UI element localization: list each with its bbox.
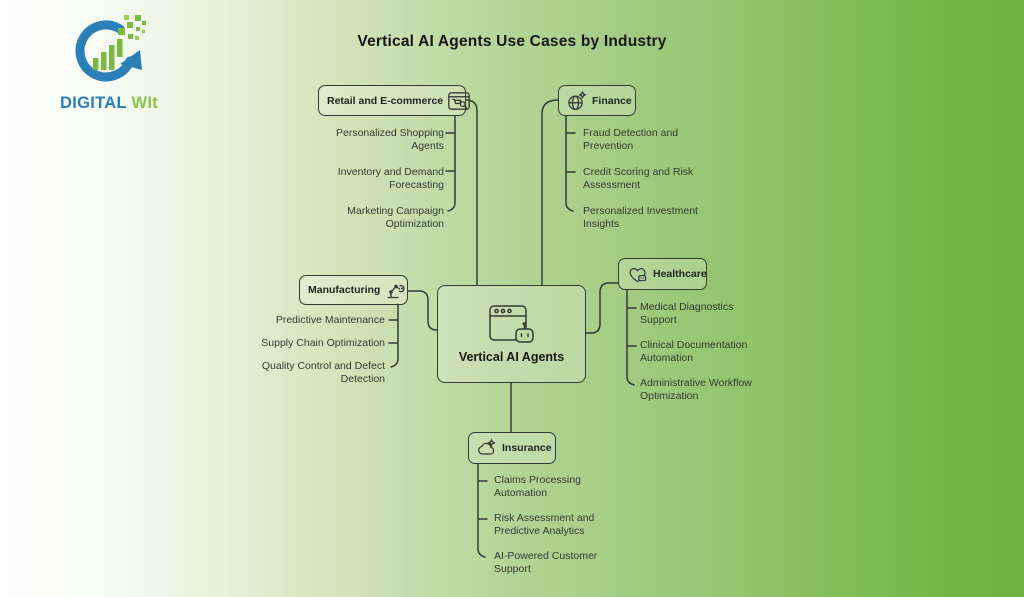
digital-wit-logo-icon <box>75 15 146 82</box>
use-case-finance-2: Credit Scoring and Risk Assessment <box>583 166 694 191</box>
node-finance-label: Finance <box>592 94 632 107</box>
use-case-insurance-2: Risk Assessment and Predictive Analytics <box>494 512 595 537</box>
node-finance: Finance <box>558 85 636 116</box>
use-case-manufacturing-1: Predictive Maintenance <box>275 314 385 326</box>
use-case-insurance-1: Claims Processing Automation <box>494 474 581 499</box>
use-case-retail-1: Personalized Shopping Agents <box>336 127 444 152</box>
use-case-insurance-3: AI-Powered Customer Support <box>494 550 598 575</box>
node-healthcare: Healthcare <box>618 258 707 290</box>
globe-sparkle-icon <box>568 90 587 110</box>
browser-robot-icon <box>488 304 534 343</box>
robot-arm-icon <box>387 284 405 299</box>
node-retail-label: Retail and E-commerce <box>327 94 444 107</box>
manufacturing-connector <box>388 290 438 368</box>
shopping-browser-icon <box>448 91 470 110</box>
page-title: Vertical AI Agents Use Cases by Industry <box>357 33 667 50</box>
use-case-retail-2: Inventory and Demand Forecasting <box>337 166 444 191</box>
logo-text-primary: DIGITAL <box>60 94 127 112</box>
node-manufacturing-label: Manufacturing <box>308 284 381 296</box>
use-case-retail-3: Marketing Campaign Optimization <box>347 205 444 230</box>
use-case-finance-3: Personalized Investment Insights <box>583 205 698 230</box>
cloud-sparkle-icon <box>478 439 496 455</box>
node-vertical-ai-agents: Vertical AI Agents <box>437 285 586 383</box>
brand-logo: DIGITAL WIt <box>60 12 180 113</box>
node-retail-ecommerce: Retail and E-commerce <box>318 85 470 116</box>
node-insurance: Insurance <box>468 432 556 464</box>
use-case-healthcare-1: Medical Diagnostics Support <box>640 301 734 326</box>
retail-connector <box>445 99 478 286</box>
node-healthcare-label: Healthcare <box>653 268 707 280</box>
use-case-manufacturing-2: Supply Chain Optimization <box>261 337 385 349</box>
logo-text: DIGITAL WIt <box>60 94 180 113</box>
logo-text-secondary: WIt <box>131 94 159 112</box>
use-case-finance-1: Fraud Detection and Prevention <box>583 127 679 152</box>
node-manufacturing: Manufacturing <box>299 275 408 305</box>
heart-robot-icon <box>629 267 647 282</box>
node-insurance-label: Insurance <box>502 442 552 454</box>
use-case-manufacturing-3: Quality Control and Defect Detection <box>261 360 385 385</box>
central-node-label: Vertical AI Agents <box>458 349 565 364</box>
insurance-connector <box>477 382 512 558</box>
use-case-healthcare-2: Clinical Documentation Automation <box>640 339 748 364</box>
healthcare-connector <box>585 282 637 386</box>
use-case-healthcare-3: Administrative Workflow Optimization <box>640 377 752 402</box>
finance-connector <box>541 99 576 286</box>
